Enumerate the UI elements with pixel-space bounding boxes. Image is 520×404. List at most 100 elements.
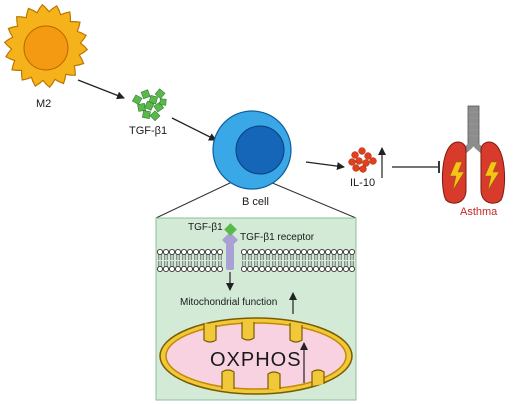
lipid-tail: [242, 254, 246, 260]
inset-tgf-beta1-label: TGF-β1: [188, 222, 223, 233]
lipid-head: [288, 265, 296, 273]
lipid-tail: [212, 261, 216, 267]
lipid-tail: [200, 261, 204, 267]
lipid-tail: [308, 254, 312, 260]
tgf-beta1-receptor-label: TGF-β1 receptor: [240, 232, 315, 243]
lipid-tail: [194, 261, 198, 267]
arrow-m2-to-tgf: [77, 79, 125, 100]
lipid-tail: [188, 261, 192, 267]
tgf-beta1-particles-icon: [131, 88, 167, 122]
lipid-tail: [278, 254, 282, 260]
lipid-head: [216, 248, 224, 256]
lipid-tail: [296, 254, 300, 260]
lipid-tail: [272, 261, 276, 267]
lipid-head: [342, 265, 350, 273]
lipid-tail: [254, 261, 258, 267]
lipid-head: [240, 265, 248, 273]
lipid-tail: [302, 261, 306, 267]
lipid-tail: [206, 261, 210, 267]
lipid-head: [300, 265, 308, 273]
lipid-head: [306, 248, 314, 256]
lipid-head: [156, 248, 164, 256]
lipid-tail: [338, 261, 342, 267]
inset-tgf-particle-icon: [224, 223, 237, 236]
lipid-head: [318, 248, 326, 256]
lipid-tail: [218, 261, 222, 267]
lipid-head: [276, 248, 284, 256]
lipid-tail: [302, 254, 306, 260]
lipid-tail: [260, 254, 264, 260]
lipid-tail: [170, 254, 174, 260]
lipid-head: [192, 265, 200, 273]
zoom-line-right: [269, 181, 357, 219]
lipid-head: [210, 265, 218, 273]
lipid-tail: [296, 261, 300, 267]
m2-macrophage-icon: [3, 3, 89, 89]
lipid-head: [288, 248, 296, 256]
lipid-tail: [284, 254, 288, 260]
lipid-tail: [266, 261, 270, 267]
lipid-head: [306, 265, 314, 273]
b-cell-icon: [212, 110, 292, 190]
lipid-head: [282, 265, 290, 273]
lipid-head: [330, 265, 338, 273]
lipid-tail: [248, 261, 252, 267]
lipid-tail: [170, 261, 174, 267]
lipid-head: [270, 248, 278, 256]
lipid-head: [162, 265, 170, 273]
lipid-head: [312, 265, 320, 273]
lipid-head: [324, 265, 332, 273]
lipid-head: [336, 248, 344, 256]
lipid-tail: [332, 254, 336, 260]
lipid-head: [204, 248, 212, 256]
zoom-line-left: [155, 181, 233, 219]
lipid-tail: [176, 254, 180, 260]
lipid-tail: [254, 254, 258, 260]
lipid-head: [168, 248, 176, 256]
oxphos-label: OXPHOS: [210, 349, 302, 371]
lipid-head: [252, 265, 260, 273]
lipid-tail: [272, 254, 276, 260]
lipid-head: [318, 265, 326, 273]
tgf-beta1-label: TGF-β1: [129, 125, 168, 137]
lipid-head: [174, 248, 182, 256]
lipid-head: [180, 265, 188, 273]
membrane-bilayer-icon: [156, 248, 356, 273]
lipid-head: [198, 248, 206, 256]
lipid-tail: [314, 254, 318, 260]
lipid-tail: [308, 261, 312, 267]
lipid-tail: [206, 254, 210, 260]
lipid-tail: [290, 261, 294, 267]
lipid-head: [294, 265, 302, 273]
lipid-tail: [194, 254, 198, 260]
lipid-head: [186, 265, 194, 273]
arrow-tgf-to-bcell: [171, 117, 217, 141]
lipid-tail: [164, 261, 168, 267]
lipid-tail: [344, 254, 348, 260]
lipid-tail: [320, 261, 324, 267]
lipid-tail: [326, 261, 330, 267]
lipid-head: [264, 248, 272, 256]
lipid-head: [264, 265, 272, 273]
lipid-head: [240, 248, 248, 256]
lipid-tail: [176, 261, 180, 267]
lipid-head: [312, 248, 320, 256]
b-cell-label: B cell: [242, 196, 269, 208]
lipid-tail: [248, 254, 252, 260]
lipid-head: [282, 248, 290, 256]
lipid-head: [258, 248, 266, 256]
lipid-tail: [344, 261, 348, 267]
lipid-tail: [260, 261, 264, 267]
lipid-tail: [158, 261, 162, 267]
lipid-tail: [188, 254, 192, 260]
asthma-label: Asthma: [460, 206, 498, 218]
lipid-head: [210, 248, 218, 256]
lipid-head: [246, 248, 254, 256]
lipid-head: [336, 265, 344, 273]
lipid-tail: [182, 254, 186, 260]
m2-label: M2: [36, 98, 52, 110]
lipid-tail: [338, 254, 342, 260]
lipid-head: [156, 265, 164, 273]
lipid-head: [276, 265, 284, 273]
